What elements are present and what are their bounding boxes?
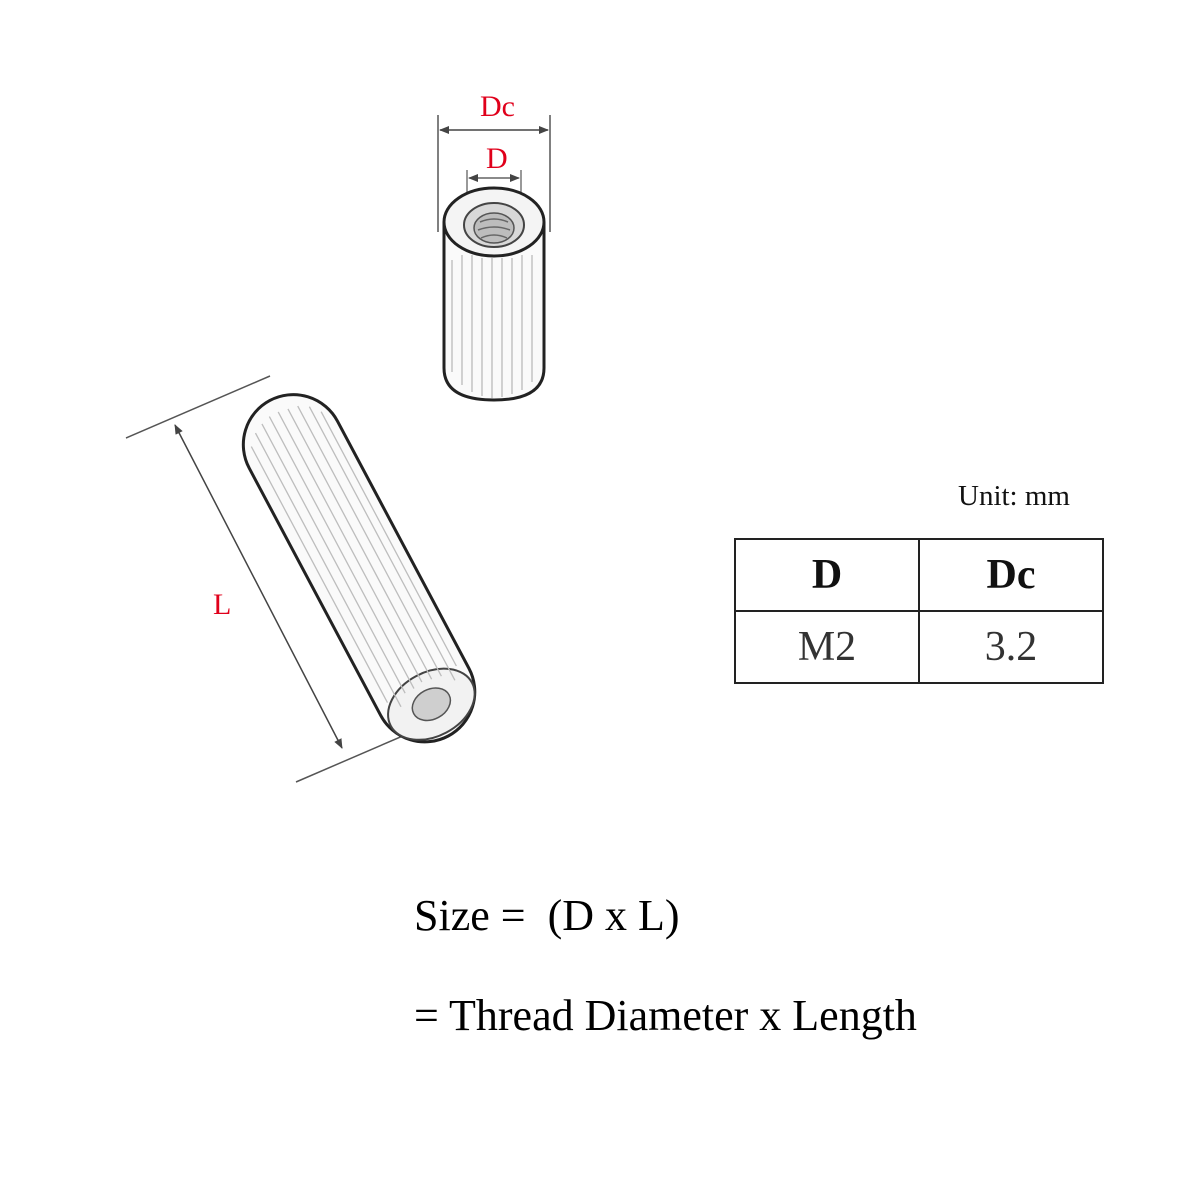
spec-table: D Dc M2 3.2 bbox=[734, 538, 1104, 684]
table-row: M2 3.2 bbox=[734, 610, 1104, 684]
d-label: D bbox=[486, 142, 508, 175]
l-label: L bbox=[213, 588, 232, 621]
short-standoff bbox=[437, 115, 551, 402]
table-header-row: D Dc bbox=[734, 538, 1104, 612]
dc-label: Dc bbox=[480, 90, 515, 123]
table-cell-dc-value: 3.2 bbox=[918, 610, 1104, 684]
table-header-dc: Dc bbox=[918, 538, 1104, 612]
table-header-d: D bbox=[734, 538, 920, 612]
long-standoff bbox=[125, 375, 477, 783]
size-formula: Size = (D x L) bbox=[414, 891, 680, 940]
size-formula-explanation: = Thread Diameter x Length bbox=[414, 991, 917, 1040]
l-dimension-line bbox=[174, 424, 343, 749]
unit-note: Unit: mm bbox=[958, 480, 1070, 512]
table-cell-d-value: M2 bbox=[734, 610, 920, 684]
